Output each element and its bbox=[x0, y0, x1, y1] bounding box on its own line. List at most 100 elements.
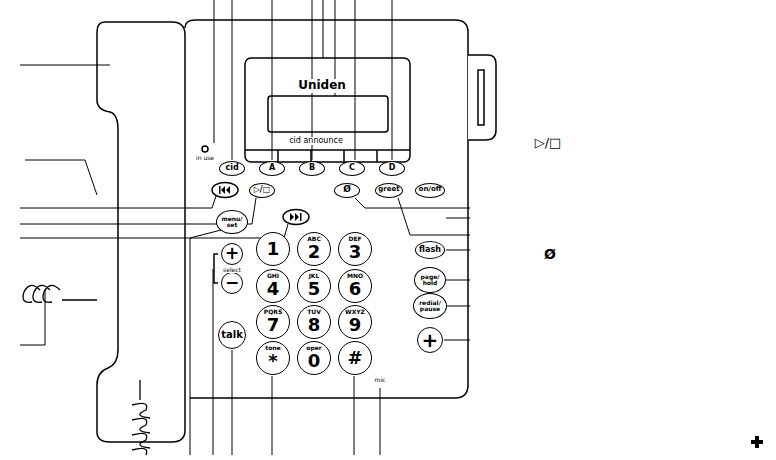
brand-name: Uniden bbox=[297, 79, 347, 92]
key-5: JKL5 bbox=[297, 269, 331, 303]
key-digit: 4 bbox=[267, 280, 280, 299]
button-label: + bbox=[422, 330, 439, 351]
microphone-label: mic bbox=[374, 377, 387, 384]
leader-line bbox=[354, 376, 355, 455]
button-label: C bbox=[349, 164, 355, 172]
on-off-button: on/off bbox=[415, 183, 445, 198]
button-icons bbox=[219, 186, 763, 448]
key-2: ABC2 bbox=[297, 232, 331, 266]
key-7: PQRS7 bbox=[256, 305, 290, 339]
symbol-key: ▷/□ bbox=[534, 136, 563, 150]
select-down-button: − bbox=[221, 272, 243, 294]
leader-line bbox=[232, 350, 233, 455]
button-label: ▷/□ bbox=[254, 186, 271, 194]
button-label: flash bbox=[419, 246, 441, 254]
button-label: on/off bbox=[419, 186, 442, 193]
plus-icon bbox=[751, 436, 763, 448]
key-4: GHI4 bbox=[256, 269, 290, 303]
button-label: page/ hold bbox=[415, 274, 445, 287]
leader-line bbox=[446, 218, 470, 219]
leader-line bbox=[446, 250, 470, 251]
leader-line bbox=[444, 340, 470, 341]
key-letters: ABC bbox=[307, 236, 321, 242]
key-digit: 2 bbox=[308, 243, 321, 262]
in-use-led bbox=[202, 146, 208, 152]
key-star: tone* bbox=[256, 341, 290, 375]
leader-line bbox=[20, 65, 110, 66]
base-outline bbox=[185, 20, 468, 398]
key-3: DEF3 bbox=[338, 232, 372, 266]
button-label: B bbox=[309, 164, 315, 172]
select-up-button: + bbox=[221, 243, 243, 265]
cid-button: cid bbox=[219, 161, 245, 176]
leader-line bbox=[355, 0, 356, 160]
key-letters: MNO bbox=[347, 273, 363, 279]
leader-line bbox=[20, 224, 288, 238]
delete-button: Ø bbox=[334, 183, 360, 198]
leader-lines bbox=[20, 0, 470, 455]
rewind-icon bbox=[219, 186, 230, 194]
key-digit: 9 bbox=[349, 316, 362, 335]
button-label: cid bbox=[225, 164, 238, 172]
key-letters: JKL bbox=[309, 273, 320, 279]
button-label: D bbox=[389, 164, 396, 172]
key-8: TUV8 bbox=[297, 305, 331, 339]
key-digit: 3 bbox=[349, 243, 362, 262]
leader-line bbox=[323, 0, 324, 58]
key-digit: 8 bbox=[308, 316, 321, 335]
key-digit: # bbox=[347, 349, 362, 368]
talk-button: talk bbox=[218, 321, 246, 349]
leader-line bbox=[444, 280, 470, 281]
redial-pause-button: redial/ pause bbox=[413, 293, 447, 319]
leader-line bbox=[232, 0, 233, 160]
button-label: + bbox=[225, 245, 239, 263]
side-cord bbox=[23, 285, 97, 302]
handset-cord bbox=[132, 380, 150, 455]
handset bbox=[97, 22, 185, 442]
key-letters: tone bbox=[265, 345, 280, 351]
page-hold-button: page/ hold bbox=[414, 267, 446, 293]
display-screen bbox=[268, 96, 388, 132]
forward-button bbox=[283, 210, 309, 225]
select-bracket bbox=[214, 254, 218, 283]
button-label: redial/ pause bbox=[414, 300, 446, 313]
key-digit: 6 bbox=[349, 280, 362, 299]
button-label: greet bbox=[378, 186, 399, 193]
flash-button: flash bbox=[415, 241, 445, 259]
b-button: B bbox=[299, 161, 325, 176]
key-letters: TUV bbox=[307, 309, 321, 315]
key-0: oper0 bbox=[297, 341, 331, 375]
c-button: C bbox=[339, 161, 365, 176]
leader-line bbox=[213, 269, 214, 455]
key-9: WXYZ9 bbox=[338, 305, 372, 339]
leader-line bbox=[392, 0, 393, 160]
hook-slot bbox=[478, 70, 484, 125]
menu-set-button: menu/ set bbox=[216, 210, 248, 234]
leader-line bbox=[398, 198, 470, 235]
leader-line bbox=[214, 0, 215, 143]
display-housing bbox=[245, 58, 410, 162]
key-hash: # bbox=[338, 341, 372, 375]
leader-line bbox=[380, 388, 381, 455]
a-button: A bbox=[259, 161, 285, 176]
key-6: MNO6 bbox=[338, 269, 372, 303]
volume-button: + bbox=[417, 327, 443, 353]
key-letters: DEF bbox=[348, 236, 361, 242]
key-digit: 5 bbox=[308, 280, 321, 299]
leader-line bbox=[20, 290, 45, 345]
indicator-label: in use bbox=[195, 155, 215, 162]
leader-line bbox=[20, 196, 216, 208]
button-label: menu/ set bbox=[217, 216, 247, 229]
key-digit: 7 bbox=[267, 316, 280, 335]
d-button: D bbox=[379, 161, 405, 176]
cords bbox=[23, 285, 150, 455]
button-label: talk bbox=[221, 330, 243, 341]
button-label: A bbox=[269, 164, 275, 172]
symbol-key: Ø bbox=[543, 247, 557, 262]
display-label: cid announce bbox=[288, 137, 344, 146]
leader-line bbox=[445, 306, 470, 307]
rewind-button bbox=[212, 183, 238, 198]
key-digit: 1 bbox=[267, 240, 280, 259]
button-label: Ø bbox=[343, 185, 351, 194]
phone-outline bbox=[97, 20, 496, 442]
